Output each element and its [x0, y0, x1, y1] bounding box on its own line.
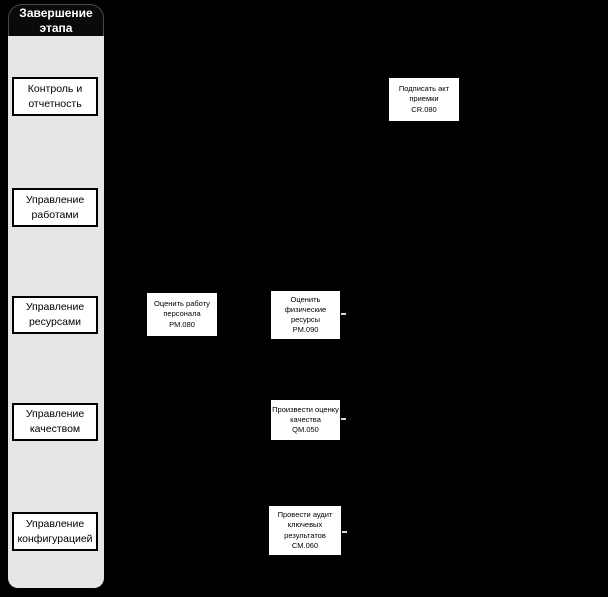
diagram-title: Завершение этапа — [8, 4, 104, 36]
lane-label-text: Управление ресурсами — [25, 301, 85, 328]
task-code: QM.050 — [292, 425, 319, 435]
connector-stub — [341, 313, 346, 315]
task-node-pm090[interactable]: Оценить физические ресурсы PM.090 — [270, 290, 341, 340]
lane-label-resource-management: Управление ресурсами — [12, 296, 98, 334]
lane-label-configuration-management: Управление конфигурацией — [12, 512, 98, 551]
task-node-cm060[interactable]: Провести аудит ключевых результатов CM.0… — [268, 505, 342, 556]
connector-stub — [341, 418, 346, 420]
task-label: Произвести оценку качества — [272, 404, 339, 424]
lane-label-text: Управление качеством — [25, 408, 85, 435]
task-label: Оценить физические ресурсы — [284, 294, 327, 324]
task-label: Подписать акт приемки — [398, 84, 450, 104]
task-node-cr080[interactable]: Подписать акт приемки CR.080 — [388, 77, 460, 122]
task-code: PM.090 — [292, 325, 319, 335]
task-label: Провести аудит ключевых результатов — [277, 510, 333, 540]
task-label: Оценить работу персонала — [154, 299, 210, 319]
lane-label-text: Управление работами — [25, 193, 85, 221]
task-code: PM.080 — [169, 319, 195, 329]
task-node-pm080[interactable]: Оценить работу персонала PM.080 — [146, 292, 218, 337]
lane-label-text: Контроль и отчетность — [27, 82, 83, 110]
lane-label-control-reporting: Контроль и отчетность — [12, 77, 98, 116]
task-code: CM.060 — [291, 540, 319, 550]
task-code: CR.080 — [411, 104, 437, 114]
lane-label-work-management: Управление работами — [12, 188, 98, 227]
connector-stub — [342, 531, 347, 533]
task-node-qm050[interactable]: Произвести оценку качества QM.050 — [270, 399, 341, 441]
lane-label-quality-management: Управление качеством — [12, 403, 98, 441]
lane-label-text: Управление конфигурацией — [17, 517, 93, 545]
diagram-title-text: Завершение этапа — [19, 6, 93, 35]
